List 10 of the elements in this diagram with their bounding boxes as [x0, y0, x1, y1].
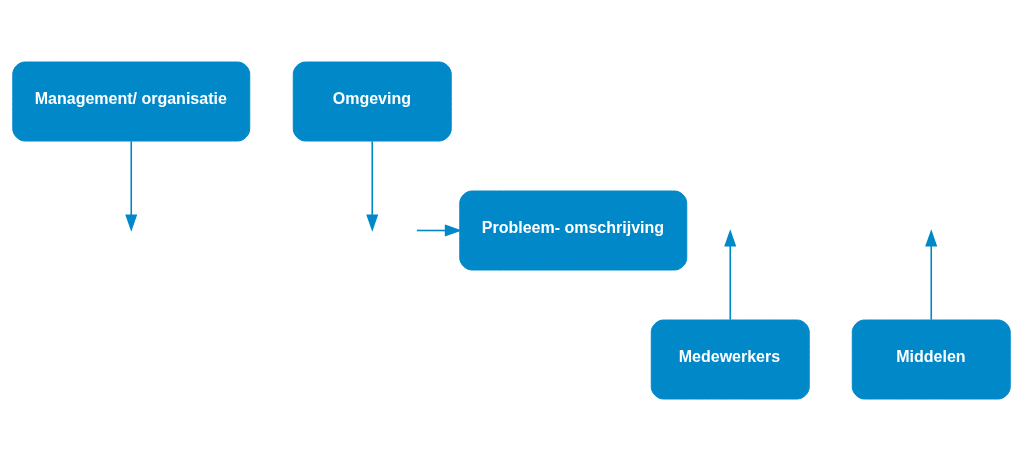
- arrow: [925, 228, 938, 320]
- node-box: Medewerkers: [650, 319, 810, 399]
- node-box: Probleem- omschrijving: [459, 190, 688, 270]
- arrow: [125, 140, 138, 232]
- arrow: [416, 223, 463, 237]
- node-box: Middelen: [851, 319, 1011, 399]
- node-box: Omgeving: [292, 61, 452, 141]
- node-box: Management/ organisatie: [12, 61, 251, 141]
- arrow: [366, 140, 379, 232]
- arrow: [724, 228, 737, 320]
